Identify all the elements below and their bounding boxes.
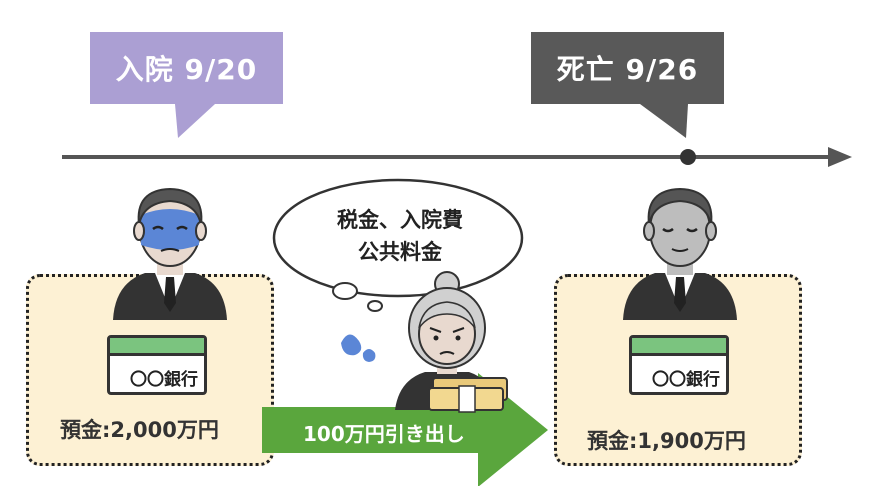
left-bank-card-text: 〇〇銀行	[130, 370, 198, 390]
money-bundle-icon	[428, 377, 508, 413]
thought-bubble-dot-small	[367, 300, 383, 312]
deceased-man-illustration	[623, 187, 737, 320]
timeline-arrowhead	[828, 147, 852, 167]
admission-label: 入院 9/20	[90, 32, 283, 104]
thought-line-1: 税金、入院費	[337, 208, 463, 232]
thought-bubble-text: 税金、入院費 公共料金	[300, 204, 500, 268]
death-label: 死亡 9/26	[531, 32, 724, 104]
left-bank-card-stripe	[110, 338, 204, 356]
right-bank-card: 〇〇銀行	[629, 335, 729, 395]
right-bank-card-text: 〇〇銀行	[652, 370, 720, 390]
elderly-woman-illustration	[395, 271, 508, 413]
right-deposit-label: 預金:1,900万円	[587, 429, 746, 453]
left-deposit-label: 預金:2,000万円	[60, 418, 219, 442]
death-bubble-tail	[640, 104, 688, 138]
sick-man-illustration	[113, 187, 227, 320]
death-marker-dot	[680, 149, 696, 165]
thought-bubble-dot-large	[332, 282, 358, 300]
transfer-arrow-label: 100万円引き出し	[303, 422, 465, 446]
admission-bubble-tail	[175, 104, 215, 138]
sweat-drop-icon	[341, 334, 376, 362]
right-bank-card-stripe	[632, 338, 726, 356]
left-bank-card: 〇〇銀行	[107, 335, 207, 395]
thought-line-2: 公共料金	[358, 240, 442, 264]
